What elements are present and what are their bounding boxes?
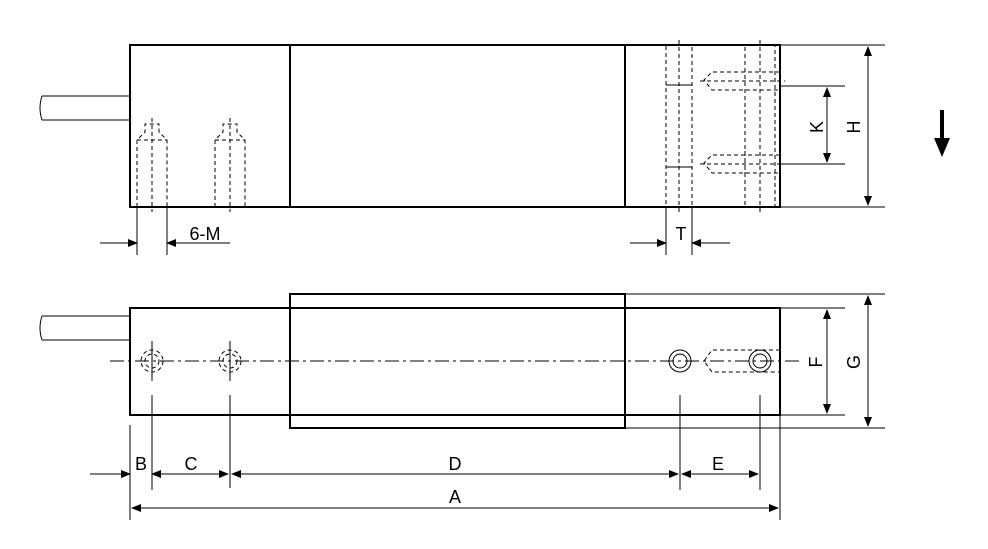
label-E: E xyxy=(712,454,724,474)
label-H: H xyxy=(844,121,864,134)
dimension-H xyxy=(780,44,885,208)
cable-plan xyxy=(39,315,130,341)
dimension-F xyxy=(780,307,845,416)
horizontal-hole-upper xyxy=(700,68,785,94)
horizontal-hole-lower xyxy=(700,151,785,177)
arrow-down-icon xyxy=(934,110,950,157)
plan-hidden-bore xyxy=(703,349,780,373)
side-body-left xyxy=(129,44,291,208)
plan-hole-left-1 xyxy=(140,341,164,381)
label-6-M: 6-M xyxy=(190,224,221,244)
threaded-hole-left-2 xyxy=(214,118,246,212)
side-body-right xyxy=(624,44,781,208)
dimension-6-M xyxy=(100,207,230,255)
label-F: F xyxy=(806,357,826,368)
dimension-T xyxy=(630,207,730,255)
label-C: C xyxy=(185,454,198,474)
plan-view: B C D E A F xyxy=(39,293,885,520)
plan-hole-left-2 xyxy=(218,341,242,381)
dimension-K xyxy=(780,85,845,165)
label-K: K xyxy=(807,121,827,133)
label-D: D xyxy=(449,454,462,474)
mounting-hole-right-2 xyxy=(744,40,776,212)
label-G: G xyxy=(844,355,864,369)
cable-side xyxy=(39,95,130,121)
side-view: 6-M T K H xyxy=(39,40,950,255)
side-body-middle xyxy=(289,44,626,208)
plan-hole-right-1 xyxy=(668,349,692,373)
threaded-hole-left-1 xyxy=(136,118,168,212)
dimension-G xyxy=(625,293,885,429)
label-B: B xyxy=(135,454,147,474)
label-T: T xyxy=(676,224,687,244)
mounting-hole-right-1 xyxy=(665,40,693,212)
label-A: A xyxy=(449,487,461,507)
